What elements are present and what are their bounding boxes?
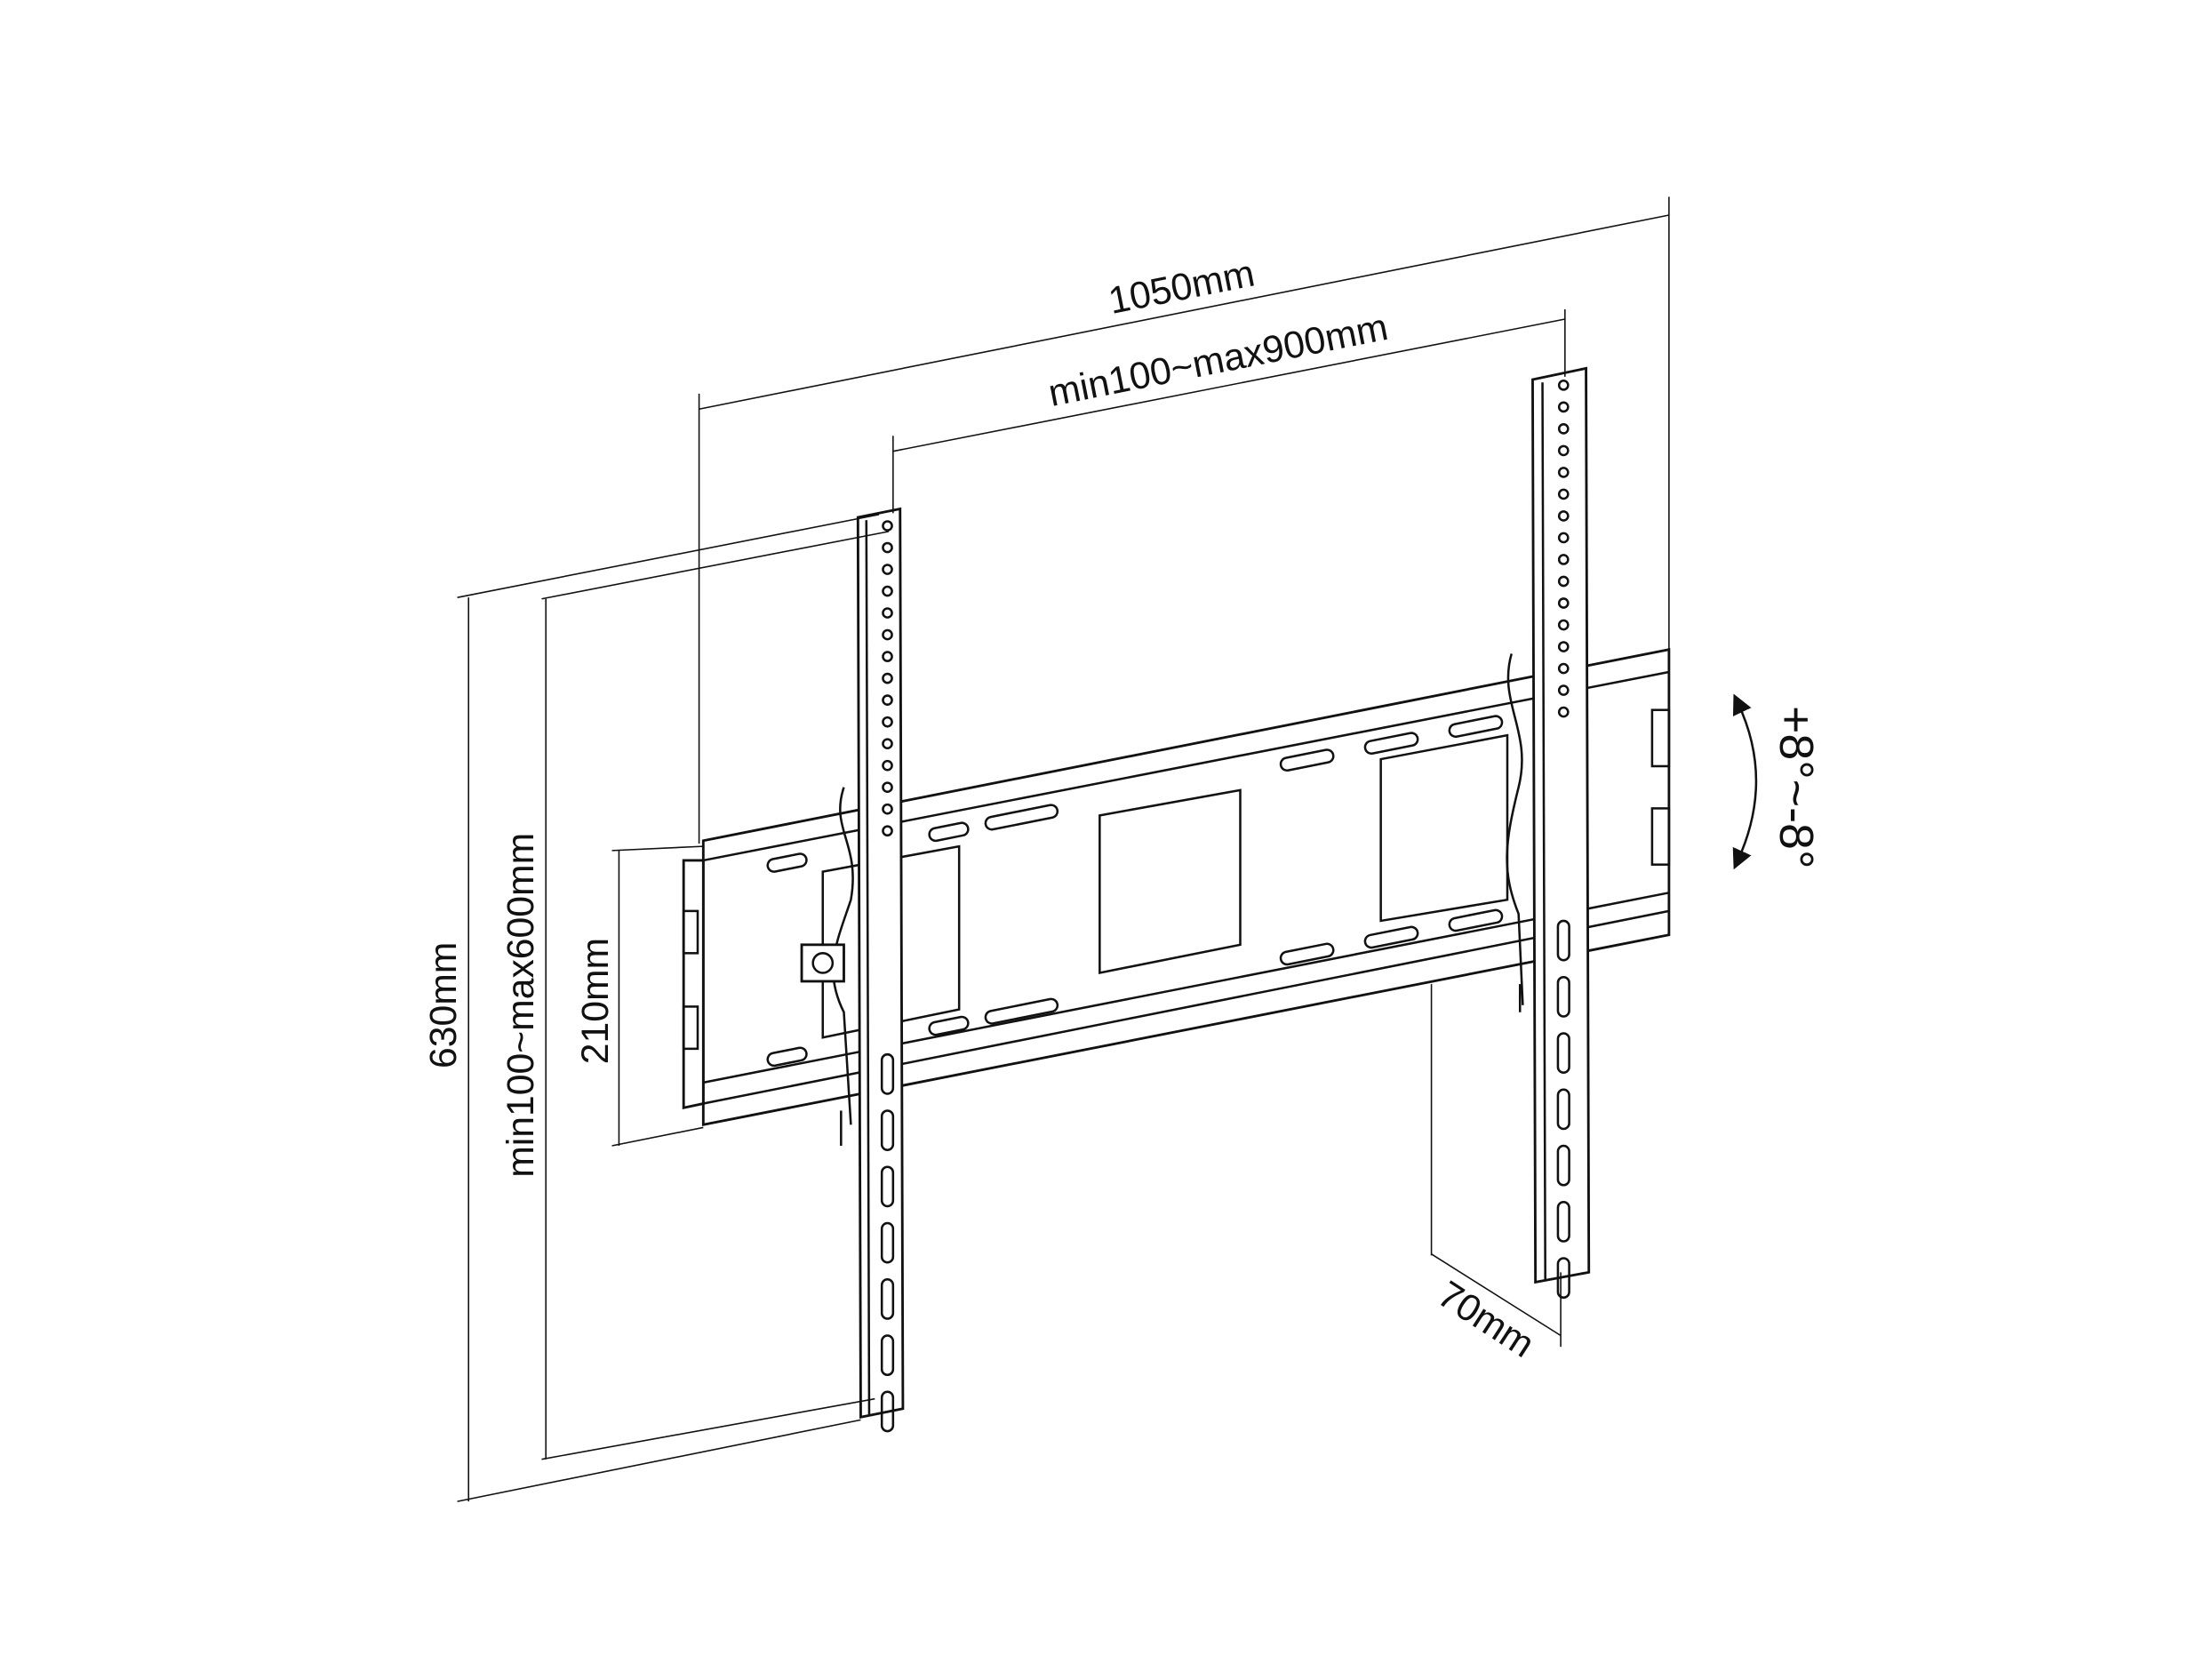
bracket-slot xyxy=(1556,919,1570,962)
bracket-hole xyxy=(1557,662,1570,675)
bracket-slot xyxy=(880,1165,895,1208)
tilt-indicator: +8°~-8° xyxy=(1732,693,1823,870)
bracket-hole xyxy=(1557,641,1570,652)
bracket-slot xyxy=(880,1221,895,1264)
plate-slot xyxy=(1448,715,1504,739)
plate-slot xyxy=(928,821,970,843)
plate-slot xyxy=(1448,908,1504,932)
bracket-hole xyxy=(1557,401,1570,413)
bracket-hole xyxy=(1557,575,1570,588)
plate-slot xyxy=(1279,942,1335,966)
bracket-hole xyxy=(1557,488,1570,500)
bracket-hole xyxy=(1557,510,1570,522)
bracket-slot xyxy=(880,1390,895,1433)
dimension-overall-height: 630mm xyxy=(422,514,880,1502)
plate-slot xyxy=(984,997,1059,1025)
plate-slot xyxy=(766,852,808,873)
bracket-hole xyxy=(1557,706,1570,718)
bracket-slot xyxy=(880,1277,895,1320)
bracket-hole xyxy=(882,607,893,619)
plate-slot xyxy=(1363,925,1419,949)
bracket-slot xyxy=(1556,1088,1570,1131)
bracket-slot xyxy=(880,1052,895,1095)
bracket-hole xyxy=(882,803,893,815)
plate-slot xyxy=(928,1015,970,1036)
bracket-slot xyxy=(1556,1257,1570,1300)
bracket-hole xyxy=(882,781,893,794)
bracket-hole xyxy=(1557,554,1570,565)
bracket-hole xyxy=(882,738,893,749)
tilt-arrow-icon xyxy=(1732,693,1758,870)
bracket-hole xyxy=(1557,423,1570,435)
bracket-hole xyxy=(882,651,893,662)
bracket-slot xyxy=(880,1109,895,1152)
overall-height-label: 630mm xyxy=(422,942,465,1068)
bracket-hole xyxy=(1557,619,1570,631)
plate-slot xyxy=(984,804,1059,831)
bracket-hole xyxy=(1557,444,1570,457)
bracket-hole xyxy=(882,585,893,597)
bracket-slot xyxy=(1556,975,1570,1018)
bracket-slot xyxy=(1556,1032,1570,1075)
wall-distance-label: 70mm xyxy=(1430,1273,1542,1366)
dimension-vesa-vertical: min100~max600mm xyxy=(499,531,890,1460)
plate-slot xyxy=(766,1046,808,1068)
right-vertical-bracket xyxy=(1506,366,1591,1300)
bracket-hole xyxy=(1557,467,1570,478)
vesa-cutout-center xyxy=(1099,788,1242,975)
bracket-hole xyxy=(882,672,893,684)
bracket-hole xyxy=(882,716,893,728)
bracket-slot xyxy=(1556,1200,1570,1243)
dimension-wall-plate-height: 210mm xyxy=(574,845,704,1147)
bracket-hole xyxy=(1557,532,1570,544)
wall-plate-height-label: 210mm xyxy=(574,938,617,1064)
bracket-slot xyxy=(880,1334,895,1377)
tilt-range-label: +8°~-8° xyxy=(1770,706,1823,869)
bracket-hole xyxy=(882,564,893,575)
bracket-hole xyxy=(882,520,893,532)
wall-plate xyxy=(682,647,1671,1127)
bracket-hole xyxy=(882,541,893,554)
plate-slot xyxy=(1363,732,1419,756)
bracket-hole xyxy=(1557,380,1570,391)
bracket-hole xyxy=(882,694,893,706)
bracket-hole xyxy=(882,628,893,641)
vesa-cutout-right xyxy=(1379,733,1509,923)
bracket-hole xyxy=(882,759,893,772)
bracket-hole xyxy=(1557,684,1570,696)
dimension-vesa-horizontal: min100~max900mm xyxy=(892,306,1566,514)
left-vertical-bracket xyxy=(800,507,905,1433)
bracket-slot xyxy=(1556,1144,1570,1187)
bracket-hole xyxy=(882,825,893,837)
bracket-hole xyxy=(1557,597,1570,609)
vesa-horizontal-label: min100~max900mm xyxy=(1045,306,1392,415)
vesa-vertical-label: min100~max600mm xyxy=(499,833,542,1178)
plate-slot xyxy=(1279,748,1335,772)
